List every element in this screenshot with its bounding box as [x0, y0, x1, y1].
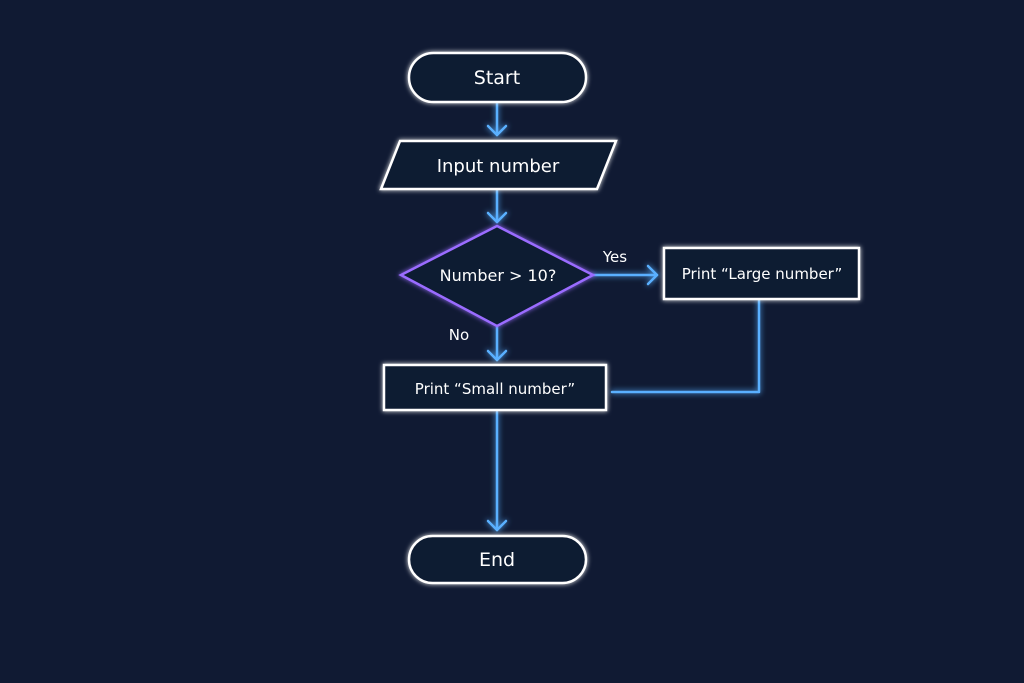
- decision-label: Number > 10?: [440, 266, 557, 285]
- input-label: Input number: [437, 156, 560, 177]
- arrowhead-icon: [486, 211, 508, 224]
- large-node[interactable]: [662, 246, 861, 301]
- large-label: Print “Large number”: [682, 265, 843, 283]
- arrowhead-icon: [646, 264, 659, 286]
- edge-large-merge: [610, 298, 761, 394]
- input-node[interactable]: [379, 139, 618, 191]
- decision-node[interactable]: [398, 224, 596, 328]
- arrowhead-icon: [486, 124, 508, 137]
- end-node[interactable]: [407, 534, 588, 585]
- small-node[interactable]: [382, 363, 608, 412]
- start-label: Start: [474, 67, 520, 89]
- no-label: No: [449, 326, 469, 344]
- arrowhead-icon: [486, 349, 508, 362]
- end-label: End: [479, 549, 515, 571]
- start-node[interactable]: [407, 51, 588, 104]
- yes-label: Yes: [602, 248, 627, 266]
- small-label: Print “Small number”: [415, 380, 575, 398]
- arrowhead-icon: [486, 519, 508, 532]
